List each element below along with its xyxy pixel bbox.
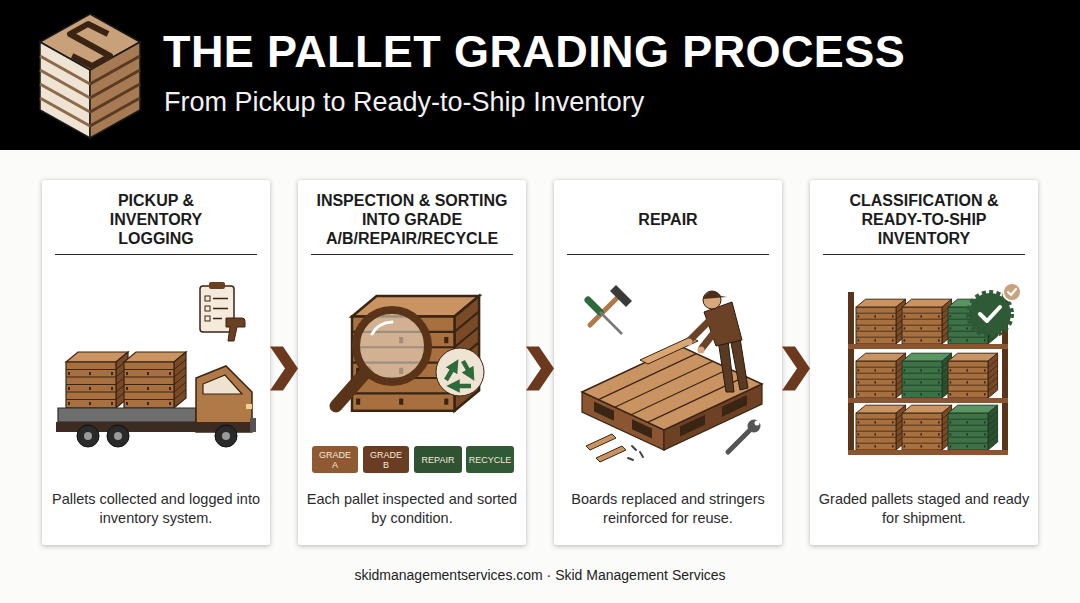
step-description: Each pallet inspected and sorted by cond… [304, 490, 520, 528]
process-card: CLASSIFICATION & READY-TO-SHIP INVENTORY… [810, 180, 1038, 545]
subtitle-text: From Pickup to Ready-to-Ship Inventory [164, 86, 644, 118]
process-card: PICKUP & INVENTORY LOGGING Pallets collec… [42, 180, 270, 545]
flow-chevron [526, 347, 554, 391]
heading-rule: PICKUP & INVENTORY LOGGING [55, 184, 257, 255]
flow-chevron [270, 347, 298, 391]
grade-chip: RECYCLE [466, 446, 514, 473]
step-heading: CLASSIFICATION & READY-TO-SHIP INVENTORY [833, 191, 1015, 248]
step-description: Graded pallets staged and ready for ship… [816, 490, 1032, 528]
step-heading: REPAIR [638, 210, 697, 229]
grade-chip: GRADE A [312, 446, 358, 473]
chip-label: GRADE A [318, 450, 352, 470]
step-description: Pallets collected and logged into invent… [48, 490, 264, 528]
grade-chip: GRADE B [363, 446, 409, 473]
header-band: THE PALLET GRADING PROCESS From Pickup to… [0, 0, 1080, 150]
company-logo [40, 14, 140, 70]
step-description: Boards replaced and stringers reinforced… [560, 490, 776, 528]
step-heading: PICKUP & INVENTORY LOGGING [72, 191, 240, 248]
company-logo [40, 56, 90, 126]
company-logo [90, 56, 140, 126]
page-title: THE PALLET GRADING PROCESS [163, 26, 905, 78]
heading-rule: REPAIR [567, 184, 769, 255]
chip-label: GRADE B [369, 450, 403, 470]
heading-rule: INSPECTION & SORTING INTO GRADE A/B/REPA… [311, 184, 513, 255]
company-logo [40, 14, 140, 138]
heading-rule: CLASSIFICATION & READY-TO-SHIP INVENTORY [823, 184, 1025, 255]
company-logo [90, 42, 140, 138]
flow-chevron [782, 347, 810, 391]
footer-caption: skidmanagementservices.com · Skid Manage… [0, 567, 1080, 584]
process-card: REPAIR Boards replaced and stringers rein… [554, 180, 782, 545]
step-heading: INSPECTION & SORTING INTO GRADE A/B/REPA… [313, 191, 511, 248]
process-card: INSPECTION & SORTING INTO GRADE A/B/REPA… [298, 180, 526, 545]
grade-chip: REPAIR [414, 446, 462, 473]
company-logo [70, 24, 110, 66]
company-logo [40, 42, 90, 138]
chip-label: REPAIR [415, 455, 461, 465]
chip-label: RECYCLE [467, 455, 513, 465]
